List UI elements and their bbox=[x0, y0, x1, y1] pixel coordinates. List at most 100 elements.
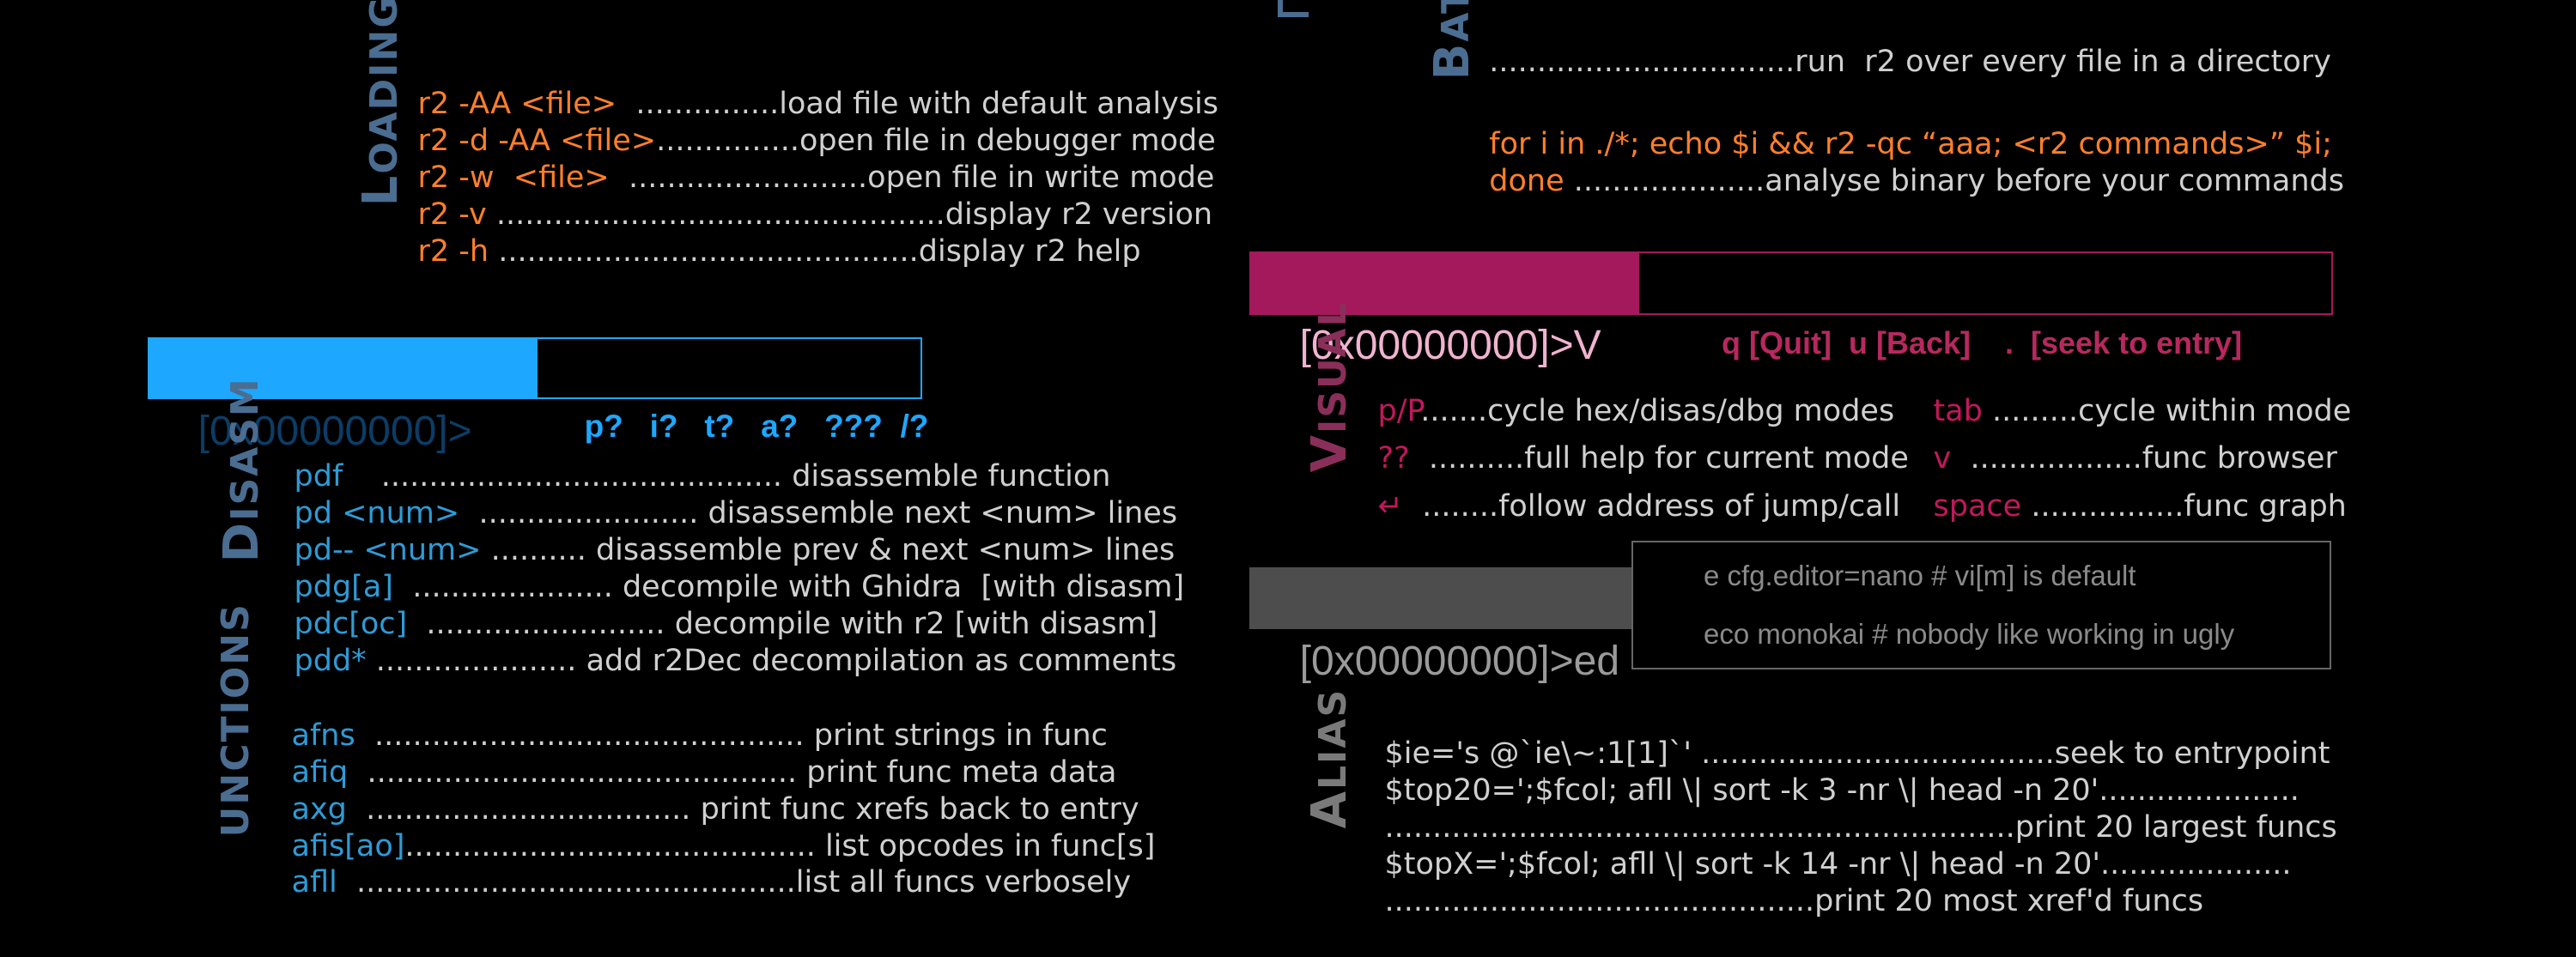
command-text: afns bbox=[291, 718, 365, 753]
command-description: open file in debugger mode bbox=[799, 124, 1216, 158]
list-item: r2 -d -AA <file>...............open file… bbox=[380, 86, 1216, 197]
ed-config-box: e cfg.editor=nano # vi[m] is default eco… bbox=[1631, 541, 2331, 669]
key-text: ?? bbox=[1377, 441, 1410, 475]
leader-dots: .................................. bbox=[356, 792, 691, 827]
list-item: pd-- <num> .......... disassemble prev &… bbox=[256, 495, 1176, 606]
batch-command-text: for i in ./*; echo $i && r2 -qc “aaa; <r… bbox=[1489, 127, 2332, 161]
command-text: pdd* bbox=[294, 644, 367, 678]
list-item: axg .................................. p… bbox=[253, 754, 1139, 865]
leader-dots: ..................... bbox=[366, 644, 577, 678]
list-item: ........................................… bbox=[1346, 772, 2337, 883]
command-description: print func xrefs back to entry bbox=[690, 792, 1139, 827]
command-description: disassemble next <num> lines bbox=[698, 496, 1178, 530]
prompt-text: [0x00000000]> bbox=[197, 409, 472, 454]
command-description: add r2Dec decompilation as comments bbox=[576, 644, 1177, 678]
command-description: load file with default analysis bbox=[779, 87, 1218, 121]
list-item: ↵ ........follow address of jump/call bbox=[1340, 451, 1901, 562]
command-text: r2 -w <file> bbox=[417, 161, 619, 195]
command-description: disassemble function bbox=[782, 459, 1111, 494]
command-text: afis[ao] bbox=[291, 829, 405, 863]
list-item: r2 -v ..................................… bbox=[380, 160, 1213, 270]
command-text: pd <num> bbox=[294, 496, 470, 530]
batch-command-line-2: done ....................analyse binary … bbox=[1470, 126, 2344, 200]
list-item: v ..................func browser bbox=[1895, 403, 2337, 514]
list-item: pdg[a] ..................... decompile w… bbox=[256, 532, 1185, 643]
list-item: r2 -AA <file> ...............load file w… bbox=[380, 49, 1218, 160]
list-item: afis[ao]................................… bbox=[253, 791, 1156, 902]
command-description: display r2 version bbox=[945, 197, 1213, 232]
list-item: afns ...................................… bbox=[253, 681, 1108, 791]
command-description: display r2 help bbox=[918, 234, 1141, 269]
key-text: p/P bbox=[1377, 394, 1421, 428]
batch-section-label: BATCH bbox=[1425, 0, 1480, 81]
command-description: print func meta data bbox=[797, 755, 1117, 790]
batch-description: ................................run r2 o… bbox=[1470, 7, 2331, 81]
leader-dots: ............... bbox=[656, 124, 799, 158]
command-text: afll bbox=[291, 865, 347, 899]
alias-section-label: ALIAS bbox=[1302, 687, 1358, 829]
alias-line: $ie='s @`ie\~:1[1]`' ...................… bbox=[1384, 736, 2330, 771]
visual-help-box: q [Quit] u [Back] . [seek to entry] bbox=[1637, 251, 2333, 360]
key-description: ................func graph bbox=[2021, 489, 2347, 524]
command-description: decompile with Ghidra [with disasm] bbox=[612, 570, 1185, 604]
disasm-section-label: DISASM bbox=[214, 377, 270, 563]
list-item: p/P.......cycle hex/disas/dbg modes bbox=[1340, 356, 1895, 467]
leader-dots: ..................... bbox=[403, 570, 613, 604]
batch-command-done: done bbox=[1489, 164, 1564, 198]
list-item: afiq ...................................… bbox=[253, 718, 1117, 828]
return-key-icon: ↵ bbox=[1377, 489, 1403, 524]
command-text: r2 -d -AA <file> bbox=[417, 124, 657, 158]
leader-dots: ........................................… bbox=[357, 755, 798, 790]
command-text: pdf bbox=[294, 459, 353, 494]
leader-dots: ........................................… bbox=[364, 718, 805, 753]
list-item: tab .........cycle within mode bbox=[1895, 356, 2352, 467]
list-item: space ................func graph bbox=[1895, 451, 2347, 562]
batch-top-text: ................................run r2 o… bbox=[1489, 45, 2331, 79]
ed-config-line-2: eco monokai # nobody like working in ugl… bbox=[1704, 618, 2235, 650]
leader-dots: ....................... bbox=[469, 496, 699, 530]
alias-line: ........................................… bbox=[1384, 810, 2337, 845]
key-description: ........follow address of jump/call bbox=[1402, 489, 1901, 524]
leader-dots: ........................................… bbox=[498, 234, 919, 269]
command-description: list opcodes in func[s] bbox=[815, 829, 1156, 863]
command-text: axg bbox=[291, 792, 357, 827]
key-description: .........cycle within mode bbox=[1982, 394, 2352, 428]
command-text: pd-- <num> bbox=[294, 533, 482, 567]
leader-dots: ........................................… bbox=[352, 459, 783, 494]
list-item: r2 -h ..................................… bbox=[380, 197, 1141, 307]
prompt-text: [0x00000000]>V bbox=[1299, 323, 1601, 368]
list-item: afll ...................................… bbox=[253, 827, 1132, 938]
functions-section-label: UNCTIONS bbox=[214, 603, 258, 838]
batch-edge-icon bbox=[1278, 0, 1309, 17]
command-text: r2 -h bbox=[417, 234, 499, 269]
key-description: .......cycle hex/disas/dbg modes bbox=[1420, 394, 1895, 428]
alias-line: $top20=';$fcol; afll \| sort -k 3 -nr \|… bbox=[1384, 773, 2300, 808]
main-prompt: [0x00000000]> bbox=[148, 337, 536, 454]
leader-dots: ........................................… bbox=[346, 865, 796, 899]
command-text: r2 -AA <file> bbox=[417, 87, 627, 121]
command-description: decompile with r2 [with disasm] bbox=[665, 607, 1158, 641]
key-description: ..........full help for current mode bbox=[1409, 441, 1909, 475]
help-commands: p? i? t? a? ??? /? bbox=[584, 409, 929, 444]
list-item: ?? ..........full help for current mode bbox=[1340, 403, 1909, 514]
command-text: pdg[a] bbox=[294, 570, 404, 604]
leader-dots: ......................... bbox=[416, 607, 665, 641]
key-description: ..................func browser bbox=[1951, 441, 2337, 475]
command-text: pdc[oc] bbox=[294, 607, 417, 641]
key-text: space bbox=[1933, 489, 2022, 524]
batch-command-description: ....................analyse binary befor… bbox=[1564, 164, 2344, 198]
list-item: pdd* ..................... add r2Dec dec… bbox=[256, 606, 1177, 717]
key-text: v bbox=[1933, 441, 1952, 475]
list-item: r2 -w <file> .........................op… bbox=[380, 123, 1215, 233]
leader-dots: ............... bbox=[626, 87, 780, 121]
command-description: open file in write mode bbox=[867, 161, 1215, 195]
ed-prompt: [0x00000000]>ed bbox=[1249, 567, 1631, 684]
ed-config-line-1: e cfg.editor=nano # vi[m] is default bbox=[1704, 560, 2136, 591]
list-item: $ie='s @`ie\~:1[1]`' ...................… bbox=[1346, 699, 2330, 809]
main-help-box: p? i? t? a? ??? /? bbox=[536, 337, 928, 444]
command-text: afiq bbox=[291, 755, 358, 790]
command-text: r2 -v bbox=[417, 197, 496, 232]
list-item: pdc[oc] ......................... decomp… bbox=[256, 569, 1158, 680]
leader-dots: ........................................… bbox=[404, 829, 816, 863]
visual-prompt: [0x00000000]>V bbox=[1249, 251, 1637, 368]
